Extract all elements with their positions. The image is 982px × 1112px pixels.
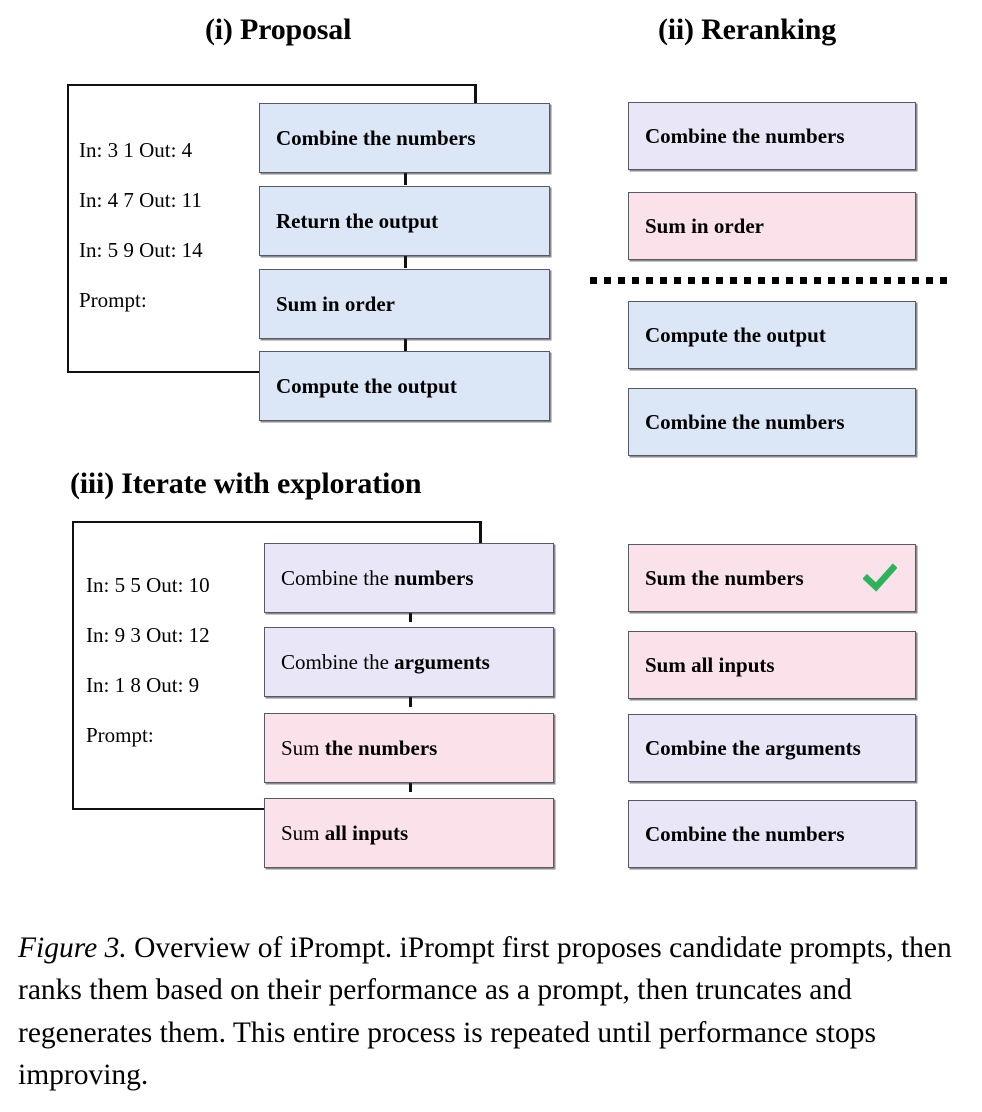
reranked-prompt-box[interactable]: Combine the numbers	[628, 800, 916, 868]
proposal-prompt-box[interactable]: Sum in order	[259, 269, 550, 339]
iterate-prompt-box[interactable]: Sum the numbers	[264, 713, 554, 783]
box-connector	[404, 338, 407, 351]
example-line: In: 1 8 Out: 9	[86, 673, 200, 697]
truncation-dotted-divider	[590, 277, 950, 284]
prompt-highlight: arguments	[394, 649, 490, 674]
prompt-prefix: Sum	[281, 735, 325, 760]
reranked-prompt-box[interactable]: Combine the arguments	[628, 714, 916, 782]
panel-title-reranking: (ii) Reranking	[658, 13, 837, 46]
iterate-examples: In: 5 5 Out: 10 In: 9 3 Out: 12 In: 1 8 …	[86, 575, 210, 746]
proposal-prompt-box[interactable]: Compute the output	[259, 351, 550, 421]
reranking-prompt-box[interactable]: Combine the numbers	[628, 388, 916, 456]
panel-title-iterate-with-exploration: (iii) Iterate with exploration	[70, 467, 422, 500]
prompt-text: Combine the numbers	[645, 821, 845, 846]
prompt-text: Sum the numbers	[281, 736, 437, 761]
example-line: In: 3 1 Out: 4	[79, 138, 193, 162]
prompt-text: Sum in order	[645, 213, 765, 238]
panel-title-proposal: (i) Proposal	[205, 13, 352, 46]
reranking-prompt-box[interactable]: Compute the output	[628, 301, 916, 369]
box-connector	[404, 172, 407, 185]
check-icon	[863, 563, 897, 592]
example-line: In: 5 9 Out: 14	[79, 238, 203, 262]
prompt-text: Combine the arguments	[281, 650, 490, 675]
prompt-label: Prompt:	[79, 288, 147, 312]
prompt-text: Compute the output	[276, 373, 457, 398]
reranking-prompt-box[interactable]: Combine the numbers	[628, 102, 916, 170]
figure-caption-text: Overview of iPrompt. iPrompt first propo…	[18, 932, 952, 1092]
box-connector	[409, 778, 412, 792]
prompt-text: Combine the numbers	[276, 125, 476, 150]
prompt-prefix: Sum	[281, 820, 325, 845]
prompt-highlight: all inputs	[324, 820, 409, 845]
prompt-highlight: numbers	[394, 565, 474, 590]
example-line: In: 4 7 Out: 11	[79, 188, 202, 212]
prompt-text: Combine the numbers	[645, 123, 845, 148]
figure-caption: Figure 3. Overview of iPrompt. iPrompt f…	[18, 927, 964, 1097]
iterate-prompt-box[interactable]: Combine the arguments	[264, 627, 554, 697]
prompt-text: Combine the arguments	[645, 735, 861, 760]
reranked-prompt-box[interactable]: Sum all inputs	[628, 631, 916, 699]
reranked-prompt-box-selected[interactable]: Sum the numbers	[628, 544, 916, 612]
prompt-text: Sum the numbers	[645, 565, 804, 590]
prompt-text: Sum all inputs	[645, 652, 775, 677]
prompt-text: Return the output	[276, 208, 439, 233]
prompt-text: Compute the output	[645, 322, 826, 347]
prompt-text: Sum in order	[276, 291, 396, 316]
prompt-text: Combine the numbers	[281, 566, 474, 591]
iterate-prompt-box[interactable]: Sum all inputs	[264, 798, 554, 868]
prompt-text: Sum all inputs	[281, 821, 408, 846]
reranking-prompt-box[interactable]: Sum in order	[628, 192, 916, 260]
box-connector	[404, 255, 407, 268]
figure-label: Figure 3.	[18, 932, 127, 964]
proposal-examples: In: 3 1 Out: 4 In: 4 7 Out: 11 In: 5 9 O…	[79, 140, 203, 311]
prompt-label: Prompt:	[86, 723, 154, 747]
box-connector	[409, 608, 412, 622]
prompt-text: Combine the numbers	[645, 409, 845, 434]
example-line: In: 5 5 Out: 10	[86, 573, 210, 597]
proposal-prompt-box[interactable]: Return the output	[259, 186, 550, 256]
prompt-prefix: Combine the	[281, 565, 395, 590]
proposal-prompt-box[interactable]: Combine the numbers	[259, 103, 550, 173]
box-connector	[409, 693, 412, 707]
prompt-highlight: the numbers	[324, 735, 438, 760]
prompt-prefix: Combine the	[281, 649, 395, 674]
iterate-prompt-box[interactable]: Combine the numbers	[264, 543, 554, 613]
example-line: In: 9 3 Out: 12	[86, 623, 210, 647]
